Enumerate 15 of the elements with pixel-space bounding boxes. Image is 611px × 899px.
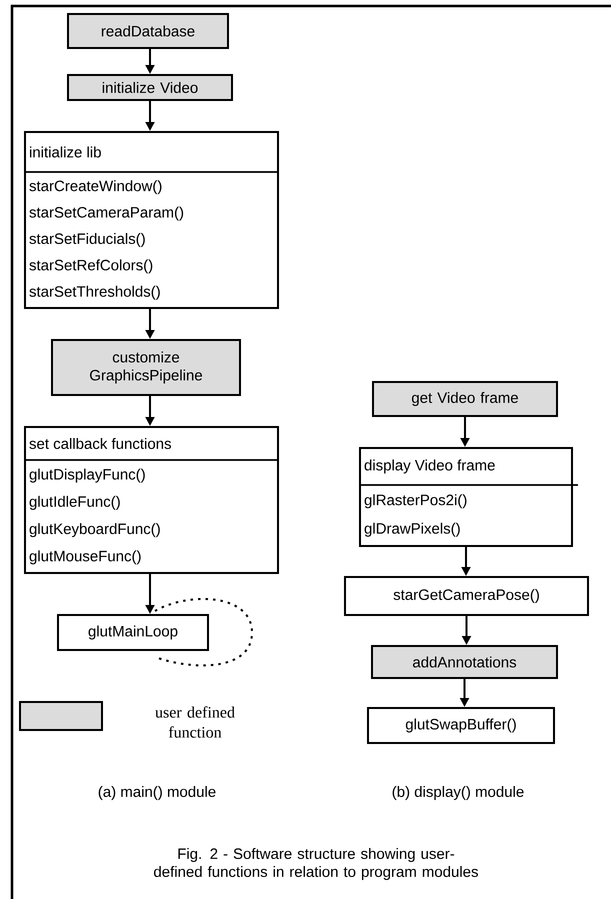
user-function-box: addAnnotations [371,645,558,679]
user-function-box: customize GraphicsPipeline [51,339,241,396]
user-function-box: readDatabase [67,13,229,49]
function-box: set callback functions glutDisplayFunc() glutIdleFunc() glutKeyboardFunc() glutMouseFunc() [24,426,279,574]
caption: Fig. 2 - Software structure showing user-defined functions in relation to program modules [154,848,478,880]
function-box: initialize lib starCreateWindow() starSetCameraParam() starSetFiducials() starSetRefColors() starSetThresholds() [24,131,279,309]
function-box: display Video frame glRasterPos2i() glDrawPixels() [359,447,578,547]
user-function-box: initialize Video [67,74,233,101]
module-label: (a) main() module [98,786,216,800]
legend-text: user defined function [155,706,235,738]
user-function-box: get Video frame [372,381,558,417]
function-box: glutSwapBuffer() [367,707,555,744]
function-box: glutMainLoop [57,614,209,651]
module-label: (b) display() module [392,786,524,800]
function-box: starGetCameraPose() [344,576,589,616]
